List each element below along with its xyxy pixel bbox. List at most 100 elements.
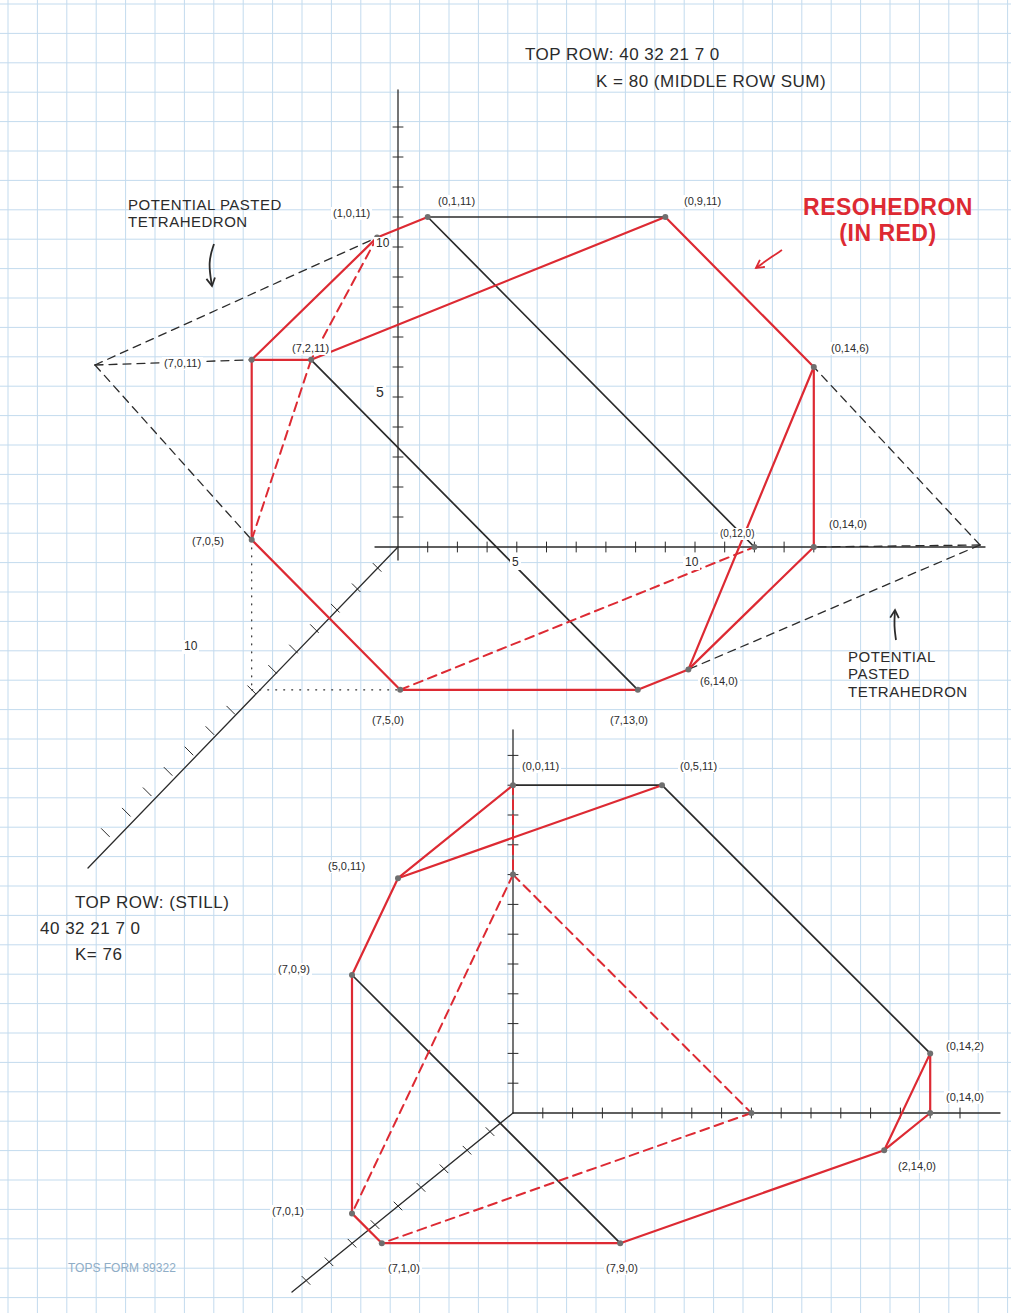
tick — [302, 1276, 310, 1284]
resohedron-edge — [884, 1113, 930, 1150]
grid-line — [0, 944, 1011, 945]
tick — [394, 1202, 402, 1210]
tick — [508, 1083, 518, 1084]
tick — [632, 1108, 633, 1118]
tick — [310, 625, 318, 633]
grid-line — [0, 856, 1011, 857]
arrow-head — [890, 610, 899, 618]
tick — [393, 337, 403, 338]
hidden-edge — [400, 547, 754, 690]
vertex-label: (0,9,11) — [682, 195, 723, 208]
axis-tick-label: 10 — [683, 556, 700, 570]
grid-line — [0, 797, 1011, 798]
resohedron-edge — [311, 217, 665, 360]
axis-tick-label: 10 — [182, 640, 199, 654]
tick — [721, 1108, 722, 1118]
tick — [665, 542, 666, 552]
vertex — [249, 537, 255, 543]
tick — [508, 934, 518, 935]
tick — [508, 904, 518, 905]
watermark: TOPS FORM 89322 — [68, 1262, 176, 1276]
tick — [695, 542, 696, 552]
arrow-head — [206, 278, 215, 287]
callout-text: POTENTIAL PASTED TETRAHEDRON — [848, 648, 966, 700]
resohedron-edge — [620, 1150, 884, 1243]
vertex — [379, 1240, 385, 1246]
grid-line — [0, 92, 1011, 93]
tick — [605, 542, 606, 552]
vertex-label: (7,2,11) — [290, 342, 331, 355]
tick — [393, 427, 403, 428]
pointer-arrows — [206, 244, 898, 640]
grid-line — [0, 327, 1011, 328]
grid-line — [0, 1150, 1011, 1151]
vertex — [349, 1210, 355, 1216]
vertex — [685, 666, 691, 672]
resohedron-edge — [638, 669, 689, 689]
tick — [290, 645, 298, 653]
title-callout: RESOHEDRON (IN RED) — [798, 194, 978, 247]
grid-line — [801, 0, 802, 1313]
tick — [870, 1108, 871, 1118]
tick — [781, 1108, 782, 1118]
y-axis — [513, 1112, 1000, 1113]
vertex — [617, 1240, 623, 1246]
tick — [417, 1183, 425, 1191]
hidden-edge — [512, 785, 514, 874]
grid-line — [0, 180, 1011, 181]
note-text: TOP ROW: (STILL) — [75, 893, 229, 913]
tick — [393, 487, 403, 488]
grid-line — [66, 0, 67, 1313]
vertex-label: (7,1,0) — [386, 1262, 422, 1275]
resohedron-edge — [688, 367, 813, 669]
tick — [393, 247, 403, 248]
tick — [576, 542, 577, 552]
resohedron-edge — [251, 360, 253, 540]
grid-line — [0, 974, 1011, 975]
tick — [662, 1108, 663, 1118]
hidden-edge — [513, 875, 751, 1113]
grid-line — [37, 0, 38, 1313]
grid-line — [978, 0, 979, 1313]
grid-line — [0, 1033, 1011, 1034]
tick — [348, 1239, 356, 1247]
vertex — [349, 972, 355, 978]
tick — [393, 367, 403, 368]
tick — [811, 1108, 812, 1118]
vertex — [662, 214, 668, 220]
resohedron-edge — [382, 1242, 620, 1244]
grid-line — [0, 827, 1011, 828]
vertex — [249, 357, 255, 363]
grid-line — [0, 356, 1011, 357]
tick — [516, 542, 517, 552]
grid-line — [0, 298, 1011, 299]
vertex-label: (7,0,9) — [276, 963, 312, 976]
grid-line — [1007, 0, 1008, 1313]
tetrahedron-dash — [95, 237, 377, 365]
grid-line — [654, 0, 655, 1313]
tick — [393, 307, 403, 308]
resohedron-edge — [665, 217, 814, 367]
edge — [428, 216, 666, 218]
grid-line — [596, 0, 597, 1313]
tick — [960, 1108, 961, 1118]
vertex-label: (1,0,11) — [331, 207, 372, 220]
tick — [393, 127, 403, 128]
grid-line — [0, 1209, 1011, 1210]
tick — [269, 665, 277, 673]
tick — [508, 964, 518, 965]
vertex — [510, 782, 516, 788]
construction-dots — [252, 689, 401, 690]
grid-line — [390, 0, 391, 1313]
resohedron-edge — [252, 359, 311, 361]
grid-line — [0, 739, 1011, 740]
grid-line — [360, 0, 361, 1313]
resohedron-edge — [377, 217, 428, 237]
tick — [691, 1108, 692, 1118]
vertex-label: (7,13,0) — [608, 714, 650, 727]
grid-line — [0, 1062, 1011, 1063]
tick — [393, 217, 403, 218]
edge — [352, 975, 620, 1243]
axis-tick-label: 10 — [374, 237, 391, 251]
